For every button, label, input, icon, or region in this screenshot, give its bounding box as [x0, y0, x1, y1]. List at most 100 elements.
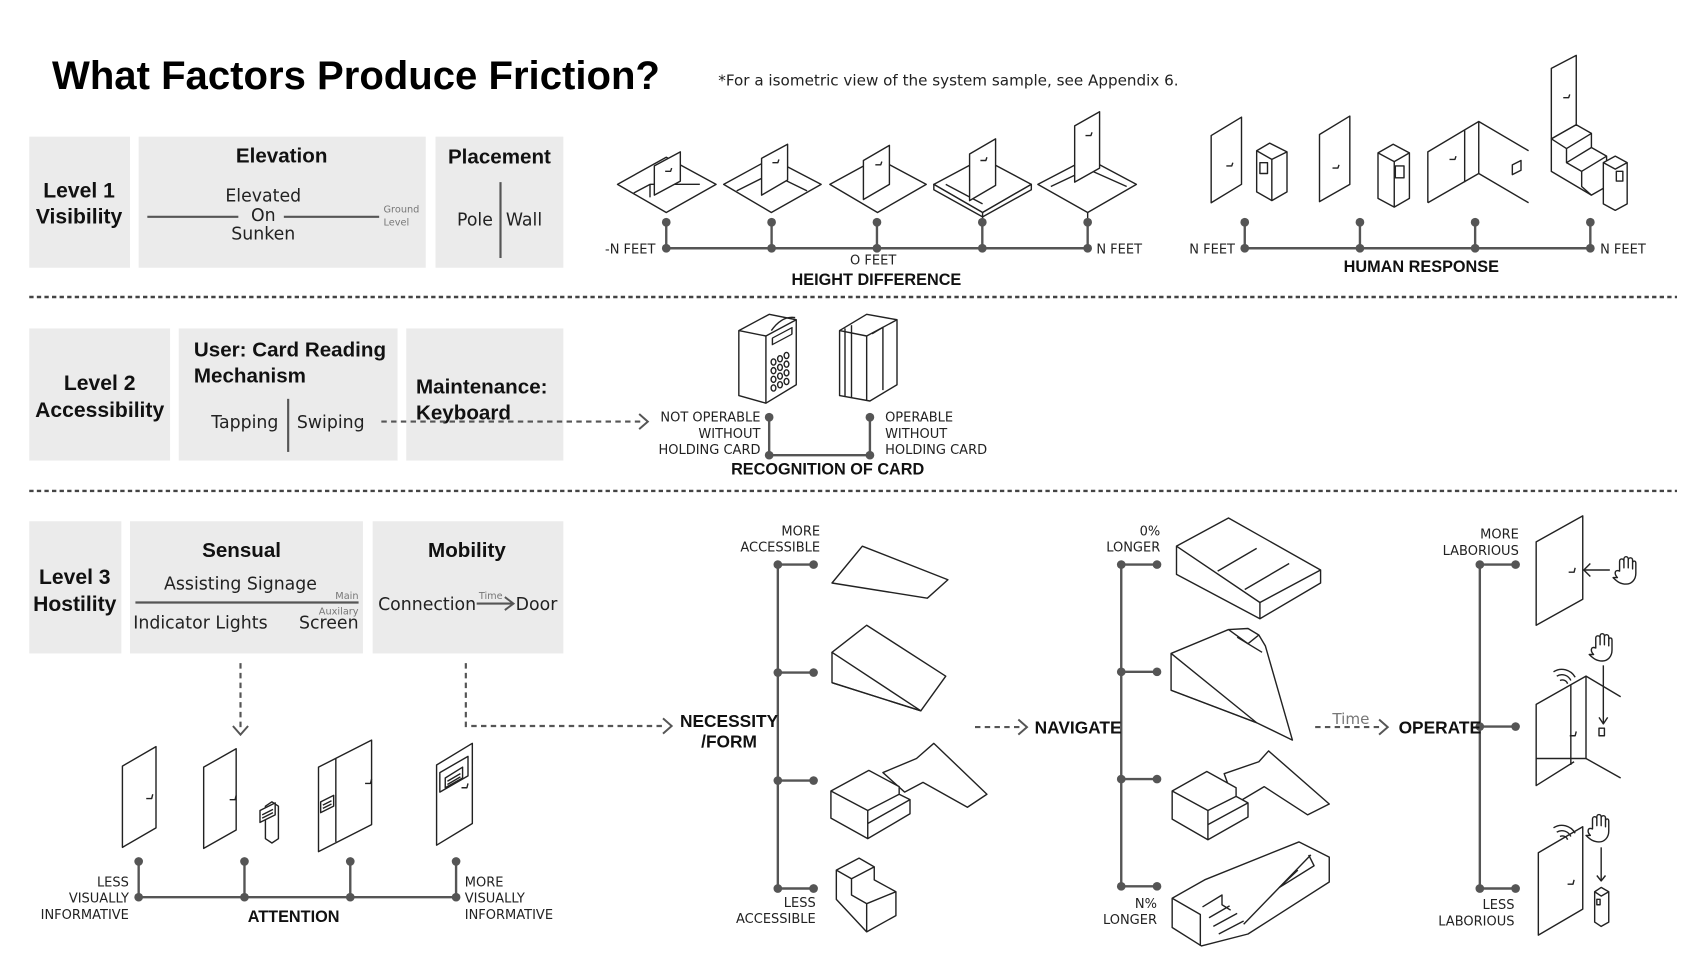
- operate-arrow-icon: [1378, 718, 1390, 736]
- door-with-pole-reader-icon: [1210, 116, 1288, 204]
- height-center-label: O FEET: [850, 253, 896, 268]
- level3-label-box: [29, 521, 122, 654]
- ground-label-1: Ground: [383, 205, 419, 216]
- operable-line2: WITHOUT: [885, 427, 947, 442]
- level3-row: Level 3 Hostility Sensual Assisting Sign…: [29, 521, 674, 737]
- navigate-illustrations: [1170, 517, 1330, 947]
- stairs-icon: [835, 857, 897, 933]
- keypad-key: [776, 381, 784, 389]
- assisting-signage: Assisting Signage: [164, 575, 317, 595]
- scale-node: [1240, 243, 1250, 253]
- scale-stop: [134, 857, 143, 866]
- navigate-top-line1: 0%: [1140, 524, 1161, 539]
- elevation-heading: Elevation: [236, 145, 328, 168]
- scale-stop: [1152, 560, 1162, 569]
- keypad-key: [783, 351, 790, 360]
- navigate-title: NAVIGATE: [1035, 718, 1122, 738]
- scale-stop: [1511, 560, 1520, 569]
- mobility-door: Door: [516, 595, 559, 615]
- human-right-label: N FEET: [1600, 243, 1646, 258]
- door-with-wall-reader-icon: [1427, 120, 1529, 204]
- scale-node: [1116, 667, 1126, 677]
- attention-scale: [134, 857, 461, 902]
- push-door-icon: [1535, 515, 1637, 626]
- level2-label-box: [29, 328, 171, 461]
- operable-line1: OPERABLE: [885, 411, 953, 426]
- scale-node: [1475, 560, 1485, 569]
- door-with-sign-post-icon: [202, 748, 280, 850]
- ramp-with-steps-icon: [1170, 627, 1294, 741]
- door-on-stairs-with-reader-icon: [1550, 54, 1628, 212]
- operate-scale: [1475, 560, 1520, 893]
- scale-stop: [809, 560, 818, 569]
- level2-row: Level 2 Accessibility User: Card Reading…: [29, 328, 650, 461]
- operate-title: OPERATE: [1399, 718, 1481, 738]
- door-with-screen-icon: [435, 742, 474, 846]
- attention-less-line3: INFORMATIVE: [41, 908, 129, 923]
- swipe-reader-icon: [838, 313, 898, 402]
- human-left-label: N FEET: [1189, 243, 1235, 258]
- scale-node: [1116, 560, 1126, 569]
- scale-stop: [1511, 722, 1520, 731]
- mobility-heading: Mobility: [428, 539, 506, 562]
- scale-stop: [240, 857, 249, 866]
- hand-icon: [1612, 556, 1637, 585]
- not-operable-line2: WITHOUT: [698, 427, 760, 442]
- sensor-waves-icon: [1553, 824, 1576, 841]
- maintenance-box: [406, 328, 564, 461]
- keypad-key: [776, 372, 784, 380]
- scale-node: [1586, 243, 1595, 253]
- door-sunken-deep-icon: [616, 151, 717, 214]
- navigate-scale: [1116, 560, 1162, 891]
- scale-node: [773, 560, 783, 569]
- level2-arrowhead-icon: [638, 413, 650, 430]
- navigate-arrow-icon: [1017, 718, 1029, 736]
- sensual-heading: Sensual: [202, 539, 281, 562]
- attention-less-line1: LESS: [97, 875, 129, 890]
- height-difference-illustrations: [616, 111, 1138, 230]
- stairs-and-ramp-icon: [1171, 750, 1330, 841]
- elevation-elevated: Elevated: [225, 187, 301, 207]
- card-tapping: Tapping: [210, 413, 278, 433]
- operate-bottom-line1: LESS: [1483, 898, 1515, 913]
- sensual-auxiliary-label: Auxilary: [319, 606, 359, 617]
- scale-stop: [1586, 217, 1595, 227]
- scale-stop: [451, 857, 461, 866]
- keypad-key: [783, 377, 790, 386]
- scale-stop: [661, 217, 671, 227]
- scale-node: [345, 892, 355, 902]
- page-title: What Factors Produce Friction?: [52, 54, 660, 98]
- sensual-down-arrow-icon: [232, 725, 249, 737]
- scale-stop: [1355, 217, 1365, 227]
- card-reading-heading-1: User: Card Reading: [194, 339, 386, 362]
- scale-stop: [809, 668, 818, 677]
- hand-icon: [1588, 632, 1613, 662]
- ground-label-2: Level: [383, 218, 409, 229]
- scale-node: [767, 243, 776, 253]
- scale-node: [1116, 882, 1126, 891]
- level2-name: Accessibility: [35, 399, 164, 422]
- operate-top-line1: MORE: [1480, 528, 1519, 543]
- keypad-key: [776, 363, 784, 372]
- ramp-icon: [831, 624, 947, 712]
- operate-time-label: Time: [1331, 710, 1369, 728]
- scale-node: [1475, 884, 1485, 893]
- keypad-reader-icon: [738, 313, 797, 404]
- maintenance-heading-1: Maintenance:: [416, 375, 547, 398]
- screen-label: Screen: [299, 614, 359, 634]
- stairs-with-ramp-icon: [830, 742, 988, 840]
- necessity-more-line1: MORE: [781, 524, 820, 539]
- scale-node: [872, 243, 882, 253]
- mobility-connector: [464, 663, 666, 728]
- door-with-distant-pole-icon: [1318, 115, 1411, 208]
- necessity-less-line1: LESS: [784, 896, 816, 911]
- necessity-less-line2: ACCESSIBLE: [736, 912, 816, 927]
- level3-name: Hostility: [33, 593, 117, 616]
- mobility-arrow-icon: [504, 596, 516, 611]
- level1-row: Level 1 Visibility Elevation Elevated On…: [29, 136, 564, 268]
- scale-node: [451, 892, 461, 902]
- sensual-main-label: Main: [335, 591, 358, 602]
- height-right-label: N FEET: [1096, 243, 1142, 258]
- level2-label: Level 2: [64, 372, 136, 395]
- door-ground-level-icon: [829, 144, 927, 214]
